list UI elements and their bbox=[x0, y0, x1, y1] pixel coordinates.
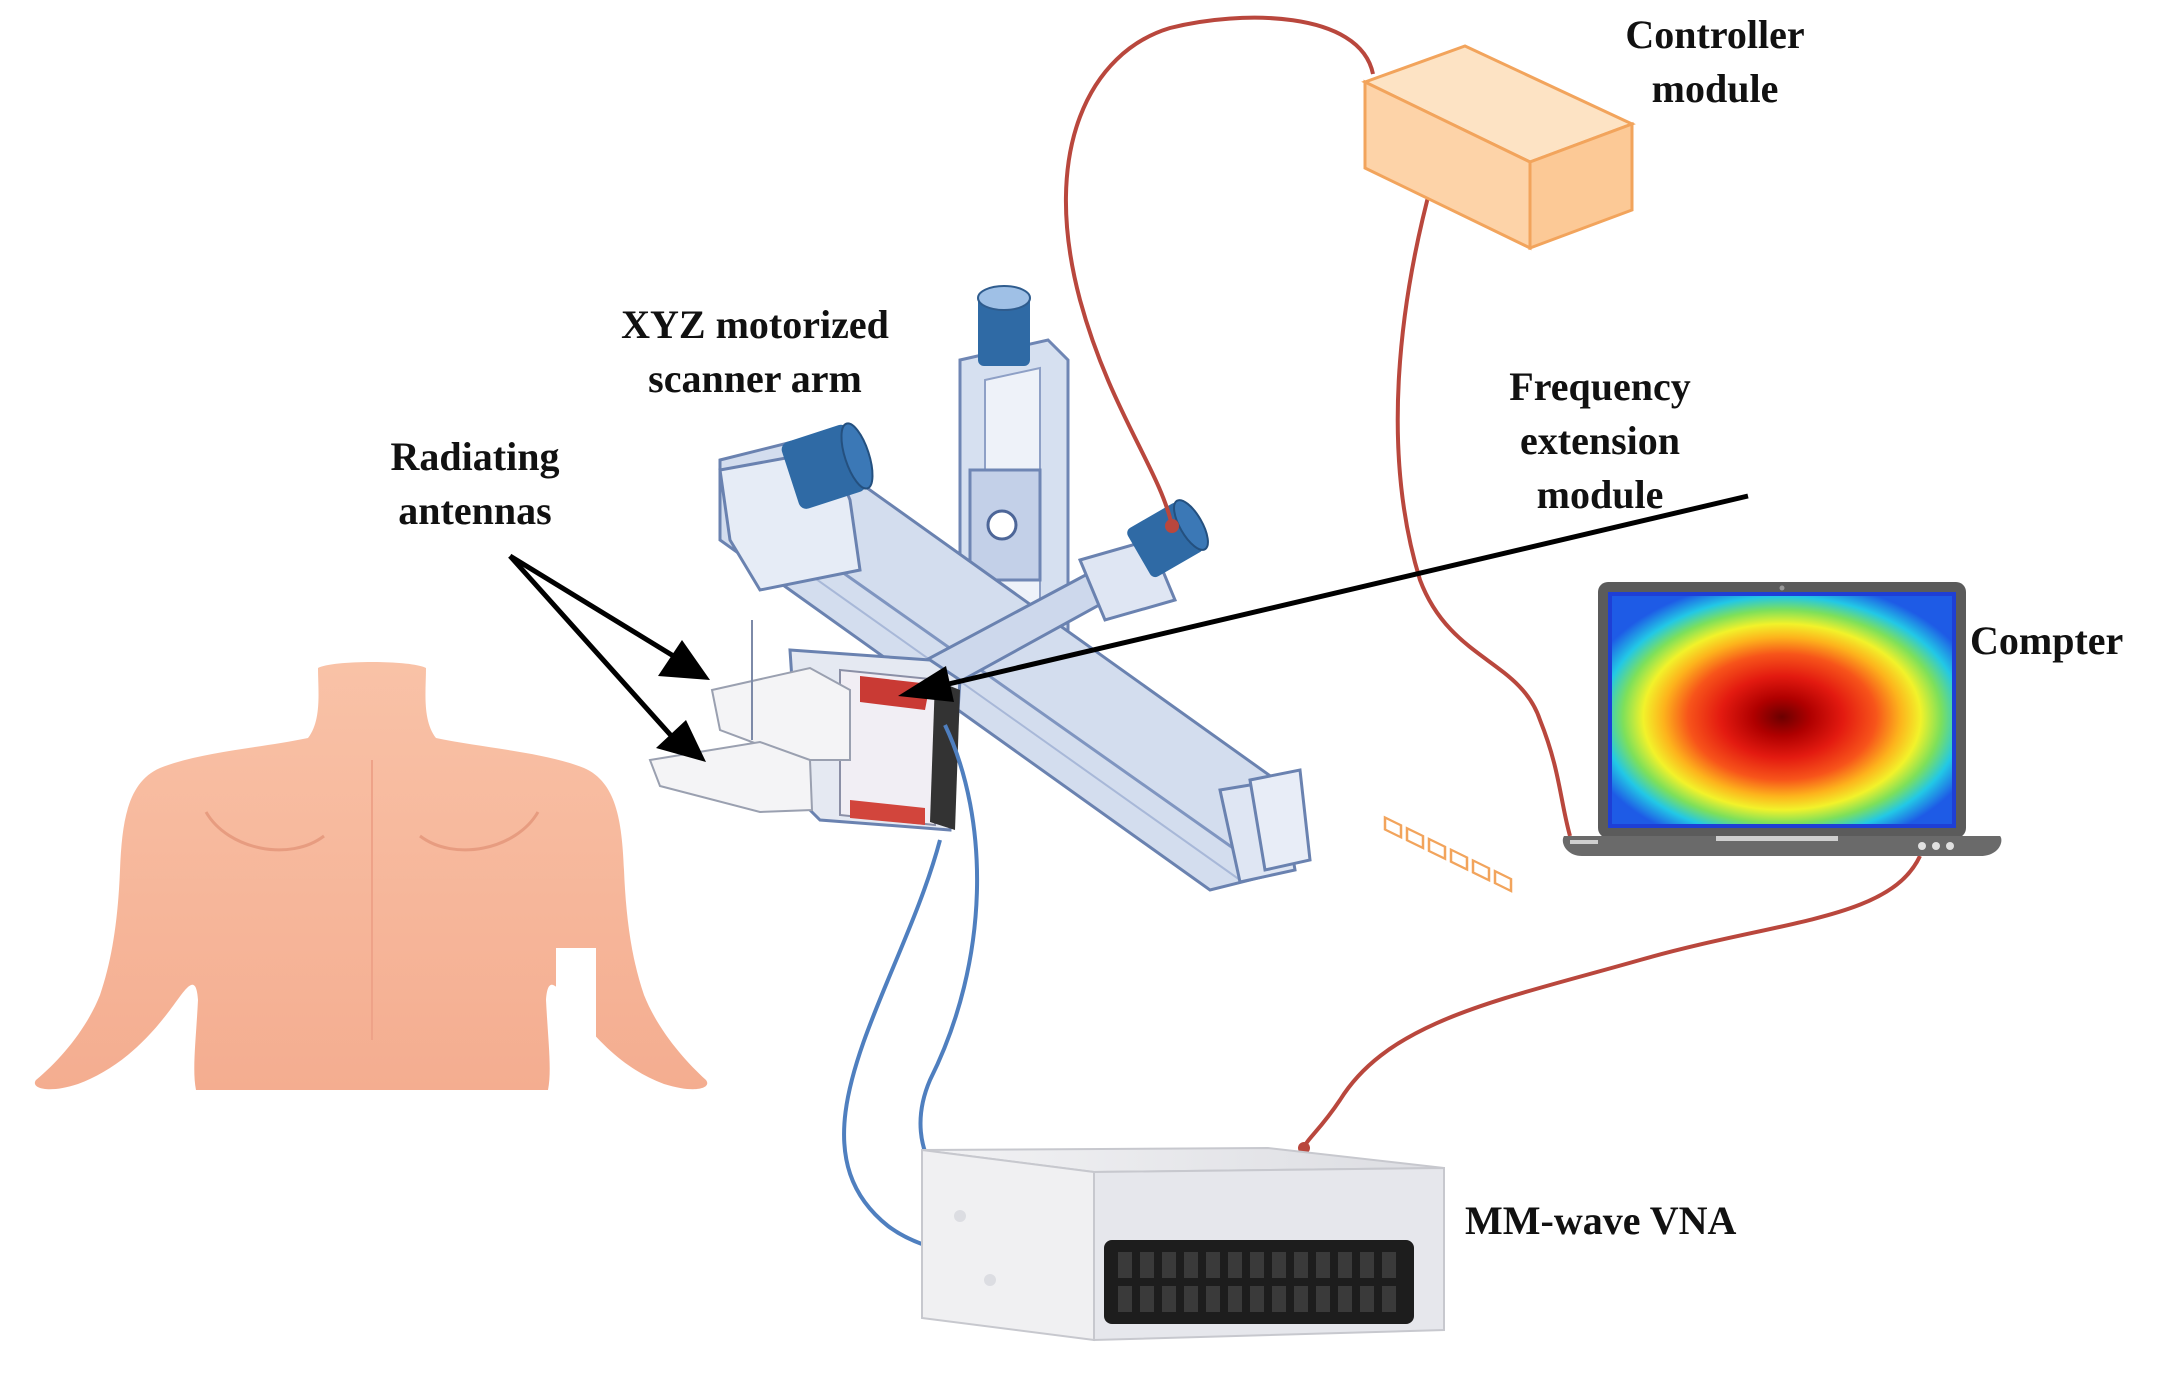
controller-box-icon bbox=[1361, 44, 1636, 893]
scanner-arm-label: XYZ motorized scanner arm bbox=[621, 302, 889, 401]
frequency-extension-label: Frequency extension module bbox=[1509, 364, 1691, 517]
xyz-scanner-icon bbox=[648, 285, 1312, 892]
radiating-antennas-label: Radiating antennas bbox=[390, 434, 560, 533]
laptop-icon bbox=[1562, 582, 2002, 856]
laptop-vna-cable bbox=[1302, 855, 1922, 1149]
vna-device-icon bbox=[921, 1146, 1445, 1342]
vna-label: MM-wave VNA bbox=[1465, 1198, 1737, 1243]
frequency-pointer-arrow bbox=[898, 493, 1749, 702]
controller-laptop-cable bbox=[1395, 181, 1572, 837]
torso-icon bbox=[34, 662, 708, 1090]
controller-module-label: Controller module bbox=[1625, 12, 1805, 111]
controller-scanner-cable bbox=[1064, 15, 1375, 527]
antenna-pointer-arrows bbox=[508, 553, 710, 762]
computer-label: Compter bbox=[1970, 618, 2124, 663]
